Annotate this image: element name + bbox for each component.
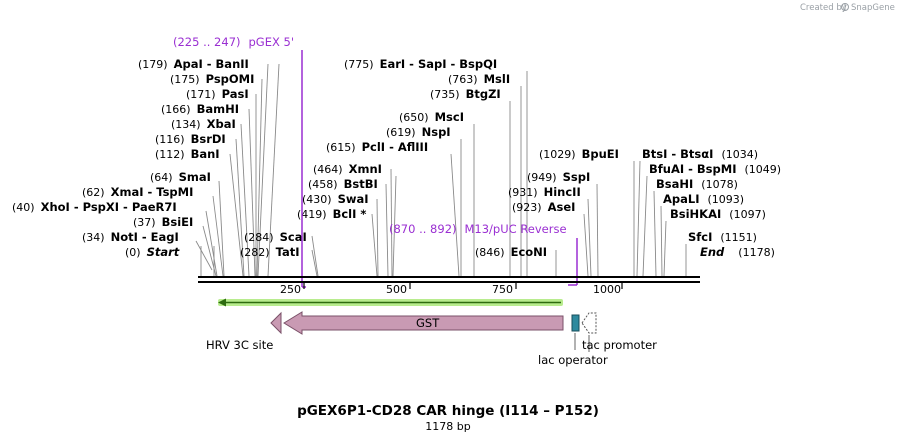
feature-label: GST (416, 316, 440, 330)
arrow-left-icon (218, 298, 226, 307)
site-label[interactable]: (430)SwaI (302, 192, 369, 206)
primer-label: (870 .. 892)M13/pUC Reverse (389, 222, 567, 236)
site-label[interactable]: (62)XmaI - TspMI (82, 185, 193, 199)
primer-label: (225 .. 247)pGEX 5' (173, 35, 294, 49)
ruler-ticks (303, 283, 623, 289)
site-label[interactable]: SfcI(1151) (688, 230, 757, 244)
site-label[interactable]: (1029)BpuEI (539, 147, 619, 161)
site-label[interactable]: (763)MslI (448, 72, 510, 86)
feature-label: HRV 3C site (206, 338, 273, 352)
site-label[interactable]: (846)EcoNI (475, 245, 547, 259)
site-label[interactable]: (458)BstBI (308, 177, 378, 191)
snapgene-credit: Created by SnapGene (800, 3, 895, 13)
snapgene-logo-icon (841, 3, 849, 11)
site-label[interactable]: (179)ApaI - BanII (138, 57, 249, 71)
site-label[interactable]: End(1178) (700, 245, 775, 259)
gst-arrow-icon (283, 311, 564, 335)
tick-label: 250 (280, 283, 301, 296)
site-label[interactable]: (615)PclI - AflIII (326, 140, 428, 154)
sequence-ruler: 250 500 750 1000 (198, 276, 700, 296)
feature-label: lac operator (538, 353, 608, 367)
primer-pgex-5[interactable]: (225 .. 247)pGEX 5' (173, 35, 306, 288)
site-label[interactable]: BsaHI(1078) (656, 177, 738, 191)
brand-text: SnapGene (851, 3, 895, 13)
site-label[interactable]: (40)XhoI - PspXI - PaeR7I (12, 200, 177, 214)
tick-label: 500 (386, 283, 407, 296)
feature-gst[interactable]: GST (283, 311, 564, 335)
map-title: pGEX6P1-CD28 CAR hinge (I114 – P152) (297, 403, 599, 419)
site-label[interactable]: (949)SspI (527, 170, 590, 184)
promoter-arrow-icon (581, 312, 597, 334)
site-label[interactable]: (419)BclI * (297, 207, 366, 221)
credit-text: Created by (800, 3, 847, 13)
site-label[interactable]: (619)NspI (386, 125, 451, 139)
site-label[interactable]: (116)BsrDI (155, 132, 226, 146)
hrv-arrow-icon (270, 311, 282, 335)
site-label[interactable]: (166)BamHI (161, 102, 239, 116)
sequence-length: 1178 bp (425, 420, 470, 433)
insert-region-arrow[interactable] (218, 298, 563, 307)
site-label[interactable]: (171)PasI (186, 87, 249, 101)
feature-label: tac promoter (582, 338, 657, 352)
feature-hrv-3c-site[interactable]: HRV 3C site (206, 311, 282, 352)
restriction-sites: (0)Start (34)NotI - EagI (37)BsiEI (40)X… (12, 57, 781, 259)
site-label[interactable]: (37)BsiEI (133, 215, 193, 229)
feature-lac-operator[interactable]: lac operator (538, 314, 608, 367)
feature-tac-promoter[interactable]: tac promoter (581, 312, 657, 352)
site-leader-lines (195, 63, 687, 277)
site-label[interactable]: BsiHKAI(1097) (670, 207, 766, 221)
site-label[interactable]: (112)BanI (155, 147, 220, 161)
site-label[interactable]: (923)AseI (512, 200, 575, 214)
site-label[interactable]: (284)ScaI (244, 230, 307, 244)
site-label[interactable]: (735)BtgZI (430, 87, 501, 101)
site-label[interactable]: (464)XmnI (313, 162, 382, 176)
lac-operator-box-icon (571, 314, 580, 332)
site-label[interactable]: (931)HincII (508, 185, 581, 199)
tick-label: 750 (492, 283, 513, 296)
site-label[interactable]: (34)NotI - EagI (82, 230, 179, 244)
site-label[interactable]: (134)XbaI (171, 117, 236, 131)
site-label[interactable]: (282)TatI (240, 245, 300, 259)
site-label[interactable]: (650)MscI (399, 110, 464, 124)
tick-label: 1000 (593, 283, 621, 296)
site-label[interactable]: BtsI - BtsαI(1034) (642, 147, 758, 161)
site-label[interactable]: BfuAI - BspMI(1049) (649, 162, 781, 176)
site-label[interactable]: (775)EarI - SapI - BspQI (344, 57, 497, 71)
site-label[interactable]: (175)PspOMI (170, 72, 254, 86)
site-label[interactable]: (64)SmaI (150, 170, 211, 184)
site-label[interactable]: ApaLI(1093) (663, 192, 744, 206)
site-label[interactable]: (0)Start (125, 245, 180, 259)
